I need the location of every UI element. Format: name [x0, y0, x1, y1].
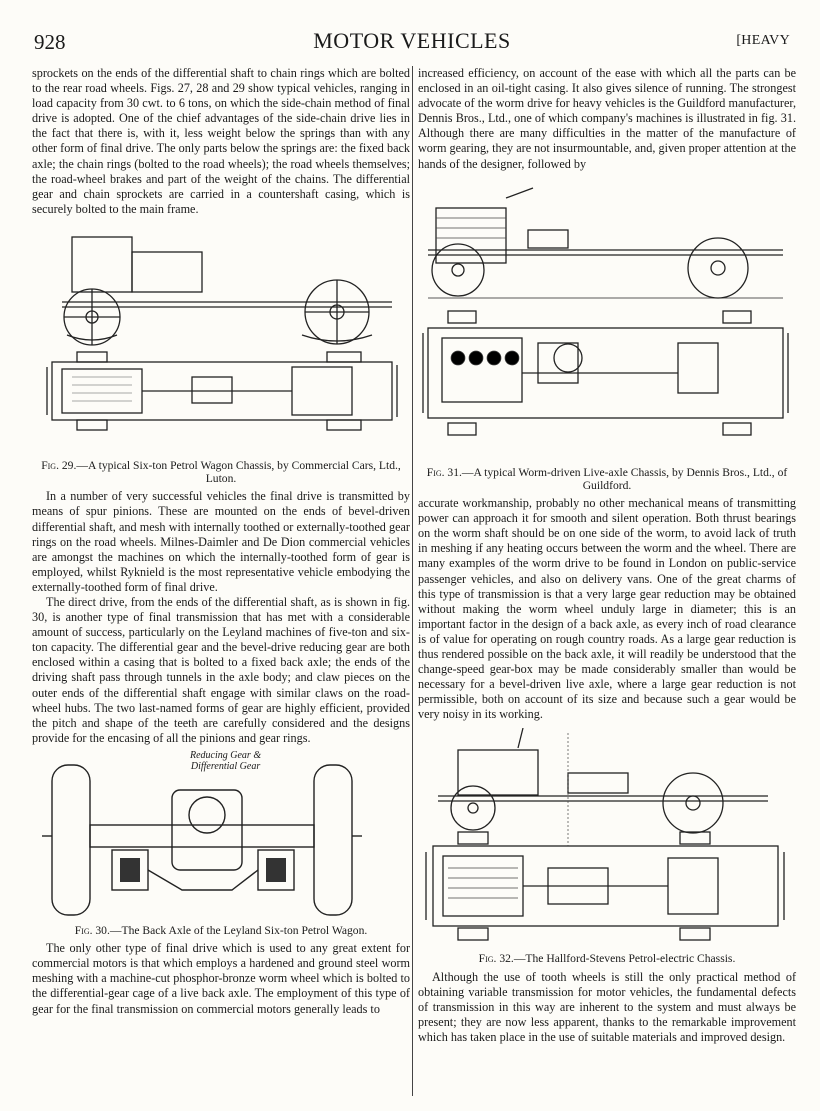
figure-29: Fig. 29.—A typical Six-ton Petrol Wagon … — [32, 227, 410, 485]
running-header: 928 MOTOR VEHICLES [HEAVY — [34, 28, 790, 58]
paragraph: accurate workmanship, probably no other … — [418, 496, 796, 722]
back-axle-illustration — [42, 764, 362, 916]
left-column: sprockets on the ends of the differentia… — [32, 66, 410, 1017]
figure-30-caption: Fig. 30.—The Back Axle of the Leyland Si… — [74, 923, 368, 937]
paragraph: The only other type of final drive which… — [32, 941, 410, 1016]
section-tag: [HEAVY — [736, 33, 790, 48]
figure-32: Fig. 32.—The Hallford-Stevens Petrol-ele… — [418, 728, 796, 965]
paragraph: The direct drive, from the ends of the d… — [32, 595, 410, 745]
figure-30: Reducing Gear & Differential Gear — [32, 750, 410, 937]
right-column: increased efficiency, on account of the … — [418, 66, 796, 1045]
page-number: 928 — [34, 30, 66, 54]
figure-29-caption: Fig. 29.—A typical Six-ton Petrol Wagon … — [41, 458, 401, 486]
column-divider — [412, 66, 413, 1096]
running-title: MOTOR VEHICLES — [313, 28, 511, 53]
paragraph: sprockets on the ends of the differentia… — [32, 66, 410, 216]
chassis-side-and-plan-illustration — [46, 236, 398, 431]
worm-driven-chassis-illustration — [422, 187, 789, 436]
paragraph: Although the use of tooth wheels is stil… — [418, 969, 796, 1045]
paragraph: In a number of very successful vehicles … — [32, 489, 410, 594]
petrol-electric-chassis-illustration — [425, 728, 785, 942]
figure-31-caption: Fig. 31.—A typical Worm-driven Live-axle… — [426, 465, 788, 492]
figure-30-label: Reducing Gear & Differential Gear — [190, 749, 262, 772]
paragraph: increased efficiency, on account of the … — [418, 66, 796, 171]
figure-32-caption: Fig. 32.—The Hallford-Stevens Petrol-ele… — [478, 952, 736, 966]
figure-31: Fig. 31.—A typical Worm-driven Live-axle… — [418, 178, 796, 492]
